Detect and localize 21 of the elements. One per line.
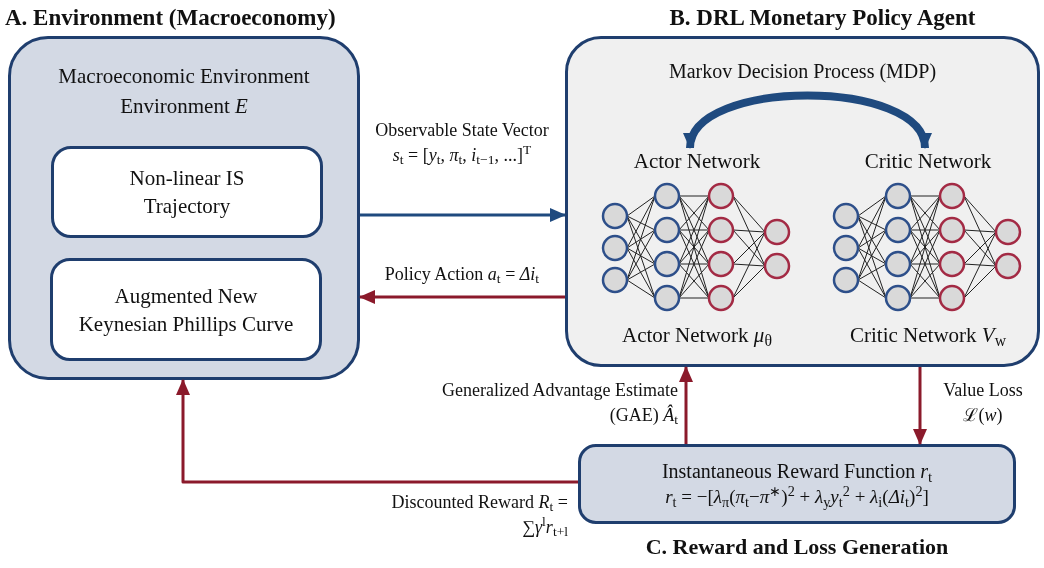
box-title: Instantaneous Reward Function r$_{t}$	[661, 459, 933, 484]
section-heading: A. Environment (Macroeconomy)	[5, 4, 336, 32]
reward-formula: r$_{t}$ = −[λ$_{π}$(π$_{t}$−π$^{∗}$)$^{2}$ + λ$_{y}$y$_{t}$$^{2}$ + λ$_{i}$(Δi$_{t}$)$^{2}$]	[665, 484, 929, 510]
network-title: Critic Network	[864, 148, 992, 174]
arrow	[360, 208, 566, 222]
arrow	[176, 379, 578, 484]
arrow	[359, 290, 565, 304]
section-heading: C. Reward and Loss Generation	[644, 533, 950, 561]
network-caption: Critic Network V$_{w}$	[850, 322, 1006, 348]
panel-title: Markov Decision Process (MDP)	[667, 59, 938, 85]
box-label: Augmented New Keynesian Phillips Curve	[77, 282, 295, 338]
network-caption: Actor Network μ$_{θ}$	[622, 322, 772, 348]
arrow	[686, 91, 929, 150]
network-title: Actor Network	[633, 148, 761, 174]
panel-title: Macroeconomic Environment Environment E	[57, 63, 311, 120]
arrow	[679, 366, 693, 444]
section-heading: B. DRL Monetary Policy Agent	[668, 4, 977, 32]
arrow	[913, 367, 927, 445]
box-label: Non-linear IS Trajectory	[128, 165, 246, 220]
process-box	[50, 258, 322, 361]
process-box	[51, 146, 323, 238]
